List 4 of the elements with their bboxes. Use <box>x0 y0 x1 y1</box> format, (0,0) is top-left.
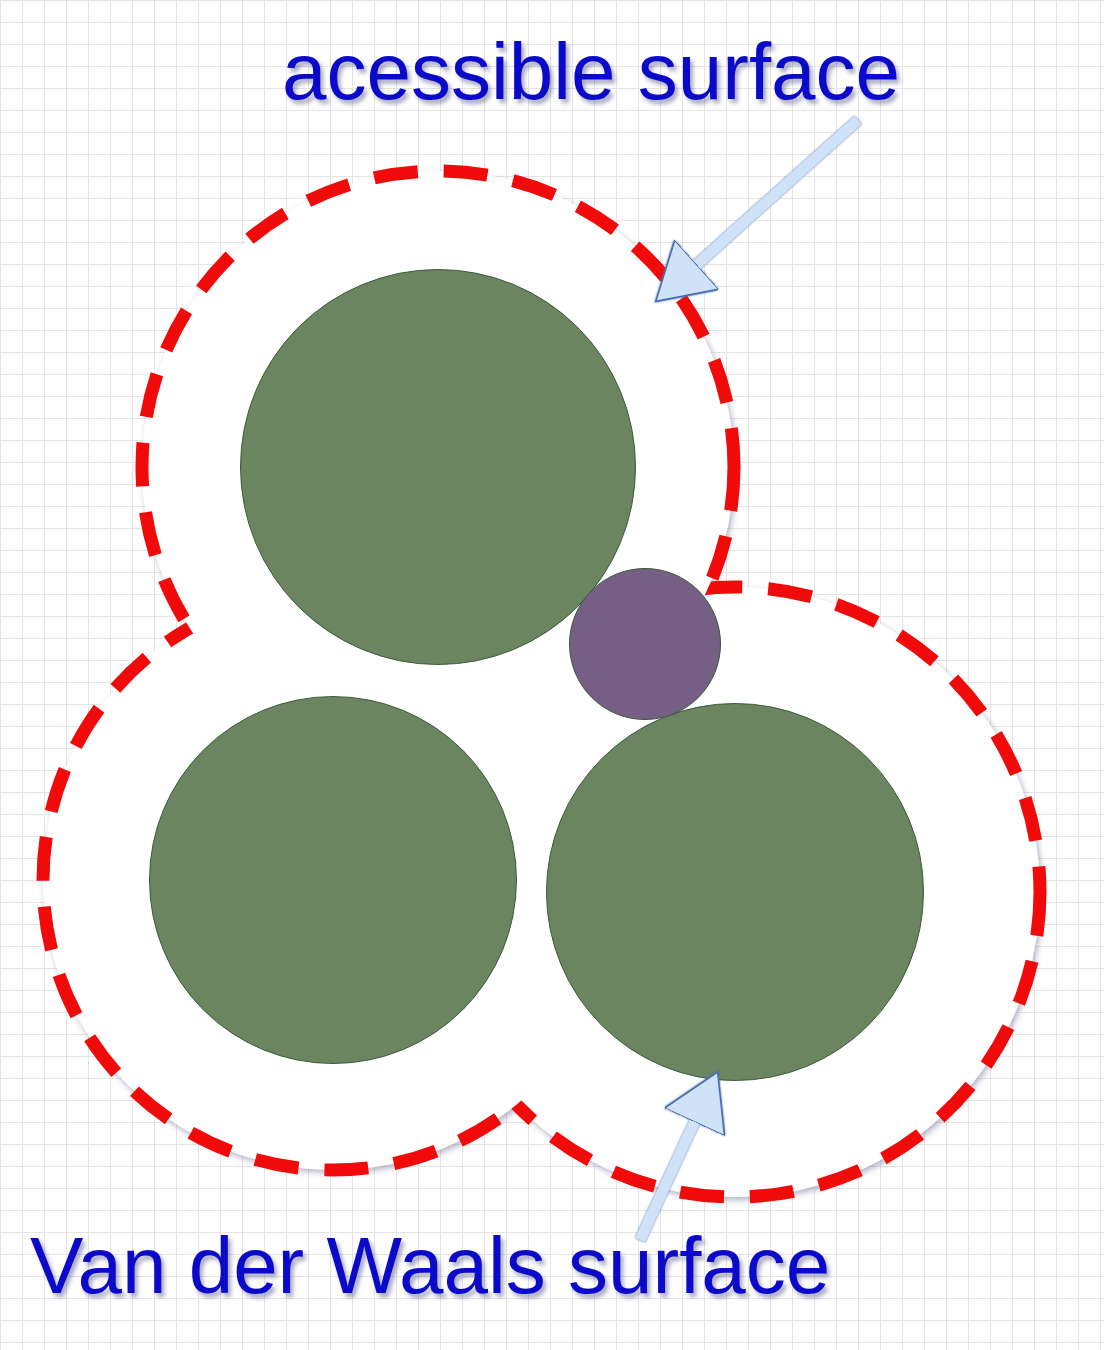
leader-arrow <box>635 1071 726 1243</box>
surface-label: Van der Waals surface <box>30 1222 831 1310</box>
leader-arrow <box>655 115 862 303</box>
surface-label: acessible surface <box>282 28 901 116</box>
